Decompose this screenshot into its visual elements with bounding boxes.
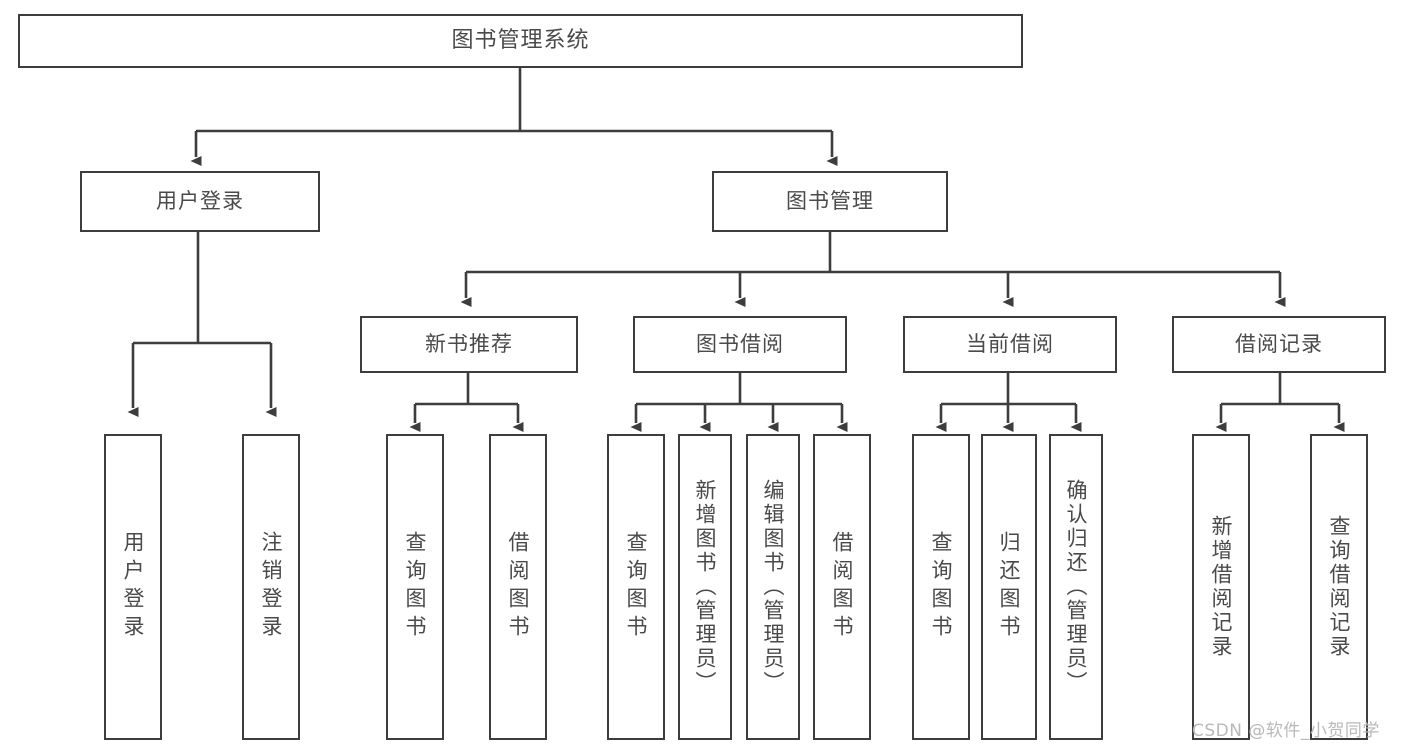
watermark-text: CSDN @软件_小贺同学 (1192, 721, 1380, 741)
node-label: 新书推荐 (425, 331, 513, 356)
node-book-management[interactable]: 图书管理 (712, 171, 948, 232)
leaf-add-borrow-record[interactable]: 新增借阅记录 (1192, 434, 1250, 740)
leaf-query-book-current[interactable]: 查询图书 (912, 434, 970, 740)
leaf-borrow-book[interactable]: 借阅图书 (813, 434, 871, 740)
node-borrow-record[interactable]: 借阅记录 (1172, 316, 1386, 373)
leaf-user-login[interactable]: 用户登录 (104, 434, 162, 740)
node-label: 查询图书 (624, 531, 648, 643)
node-label: 图书借阅 (696, 331, 784, 356)
node-current-borrow[interactable]: 当前借阅 (903, 316, 1117, 373)
node-label: 新增图书（管理员） (693, 479, 717, 695)
node-label: 用户登录 (121, 531, 145, 643)
leaf-borrow-book-recommend[interactable]: 借阅图书 (489, 434, 547, 740)
node-label: 新增借阅记录 (1209, 515, 1233, 659)
node-new-book-recommend[interactable]: 新书推荐 (360, 316, 578, 373)
leaf-return-book[interactable]: 归还图书 (981, 434, 1037, 740)
leaf-confirm-return-admin[interactable]: 确认归还（管理员） (1049, 434, 1103, 740)
node-label: 查询图书 (929, 531, 953, 643)
node-label: 注销登录 (259, 531, 283, 643)
node-label: 查询借阅记录 (1327, 515, 1351, 659)
leaf-logout-login[interactable]: 注销登录 (242, 434, 300, 740)
node-label: 图书管理系统 (451, 27, 590, 53)
node-label: 查询图书 (403, 531, 427, 643)
node-book-borrow[interactable]: 图书借阅 (633, 316, 847, 373)
leaf-query-book-recommend[interactable]: 查询图书 (386, 434, 444, 740)
node-label: 编辑图书（管理员） (761, 479, 785, 695)
leaf-edit-book-admin[interactable]: 编辑图书（管理员） (746, 434, 800, 740)
node-label: 归还图书 (997, 531, 1021, 643)
node-label: 图书管理 (786, 188, 874, 213)
node-label: 借阅图书 (506, 531, 530, 643)
node-user-login[interactable]: 用户登录 (80, 171, 320, 232)
node-label: 确认归还（管理员） (1064, 479, 1088, 695)
node-label: 借阅记录 (1235, 331, 1323, 356)
leaf-query-borrow-record[interactable]: 查询借阅记录 (1310, 434, 1368, 740)
watermark-csdn: CSDN @软件_小贺同学 (1192, 716, 1380, 741)
node-label: 当前借阅 (966, 331, 1054, 356)
node-label: 借阅图书 (830, 531, 854, 643)
node-root-system[interactable]: 图书管理系统 (18, 14, 1023, 68)
node-label: 用户登录 (156, 188, 244, 213)
leaf-add-book-admin[interactable]: 新增图书（管理员） (678, 434, 732, 740)
leaf-query-book-borrow[interactable]: 查询图书 (607, 434, 665, 740)
